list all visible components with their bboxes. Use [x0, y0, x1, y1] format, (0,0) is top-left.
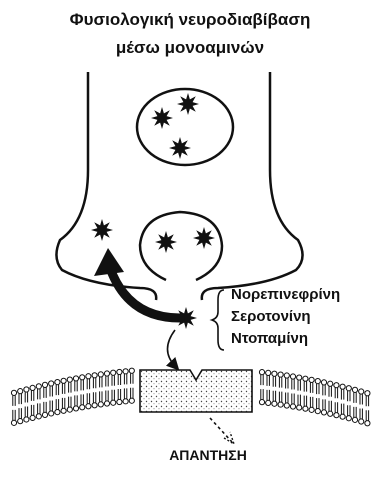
neurotransmitter-molecule	[169, 137, 191, 159]
docking-vesicle	[140, 212, 222, 280]
response-arrow	[210, 418, 232, 442]
neurotransmitter-label-2: Σεροτονίνη	[231, 308, 311, 326]
neurotransmitter-label-3: Ντοπαμίνη	[231, 330, 308, 348]
neurotransmitter-molecule	[155, 231, 177, 253]
neurotransmitter-brace	[212, 290, 224, 350]
neurotransmitter-label-1: Νορεπινεφρίνη	[231, 286, 340, 304]
presynaptic-neuron-outline-right	[202, 72, 303, 300]
neurotransmitter-molecule	[193, 227, 215, 249]
receptor	[140, 370, 252, 412]
neurotransmitter-molecule	[177, 93, 199, 115]
neurotransmitter-molecule	[91, 219, 113, 241]
neurotransmitter-molecule	[151, 107, 173, 129]
release-arrow	[168, 330, 176, 366]
reuptake-arrow	[110, 268, 180, 318]
response-label: ΑΠΑΝΤΗΣΗ	[148, 447, 268, 463]
reuptake-arrowhead	[94, 248, 124, 276]
